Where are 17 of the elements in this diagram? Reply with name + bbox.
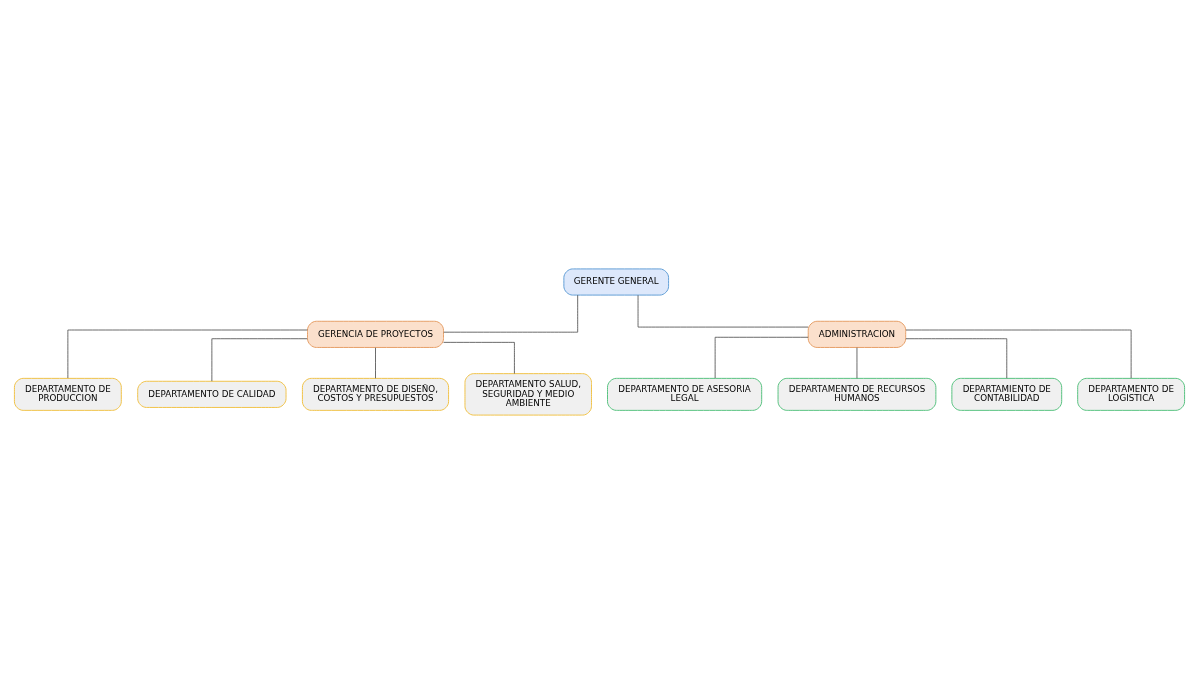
node-box: DEPARTAMENTO DE ASESORIA LEGAL bbox=[607, 377, 763, 411]
node-box: GERENCIA DE PROYECTOS bbox=[307, 320, 444, 348]
connector bbox=[211, 337, 308, 382]
node-box: DEPARTAMENTO SALUD, SEGURIDAD Y MEDIO AMBIENTE bbox=[464, 372, 592, 416]
node-box: ADMINISTRACION bbox=[807, 320, 907, 348]
node-box: DEPARTAMENTO DE CALIDAD bbox=[137, 380, 287, 408]
connector bbox=[443, 341, 515, 374]
node-box: GERENTE GENERAL bbox=[563, 267, 670, 296]
node-box: DEPARTAMENTO DE LOGISTICA bbox=[1077, 377, 1186, 411]
node-box: DEPARTAMENTO DE RECURSOS HUMANOS bbox=[777, 377, 937, 411]
node-box: DEPARTAMIENTO DE CONTABILIDAD bbox=[951, 377, 1063, 411]
connector bbox=[375, 346, 376, 379]
connector bbox=[905, 337, 1008, 379]
connector bbox=[443, 294, 579, 333]
connector bbox=[714, 336, 809, 379]
node-box: DEPARTAMENTO DE DISEÑO, COSTOS Y PRESUPUESTOS bbox=[301, 377, 450, 411]
node-box: DEPARTAMENTO DE PRODUCCION bbox=[13, 377, 122, 411]
